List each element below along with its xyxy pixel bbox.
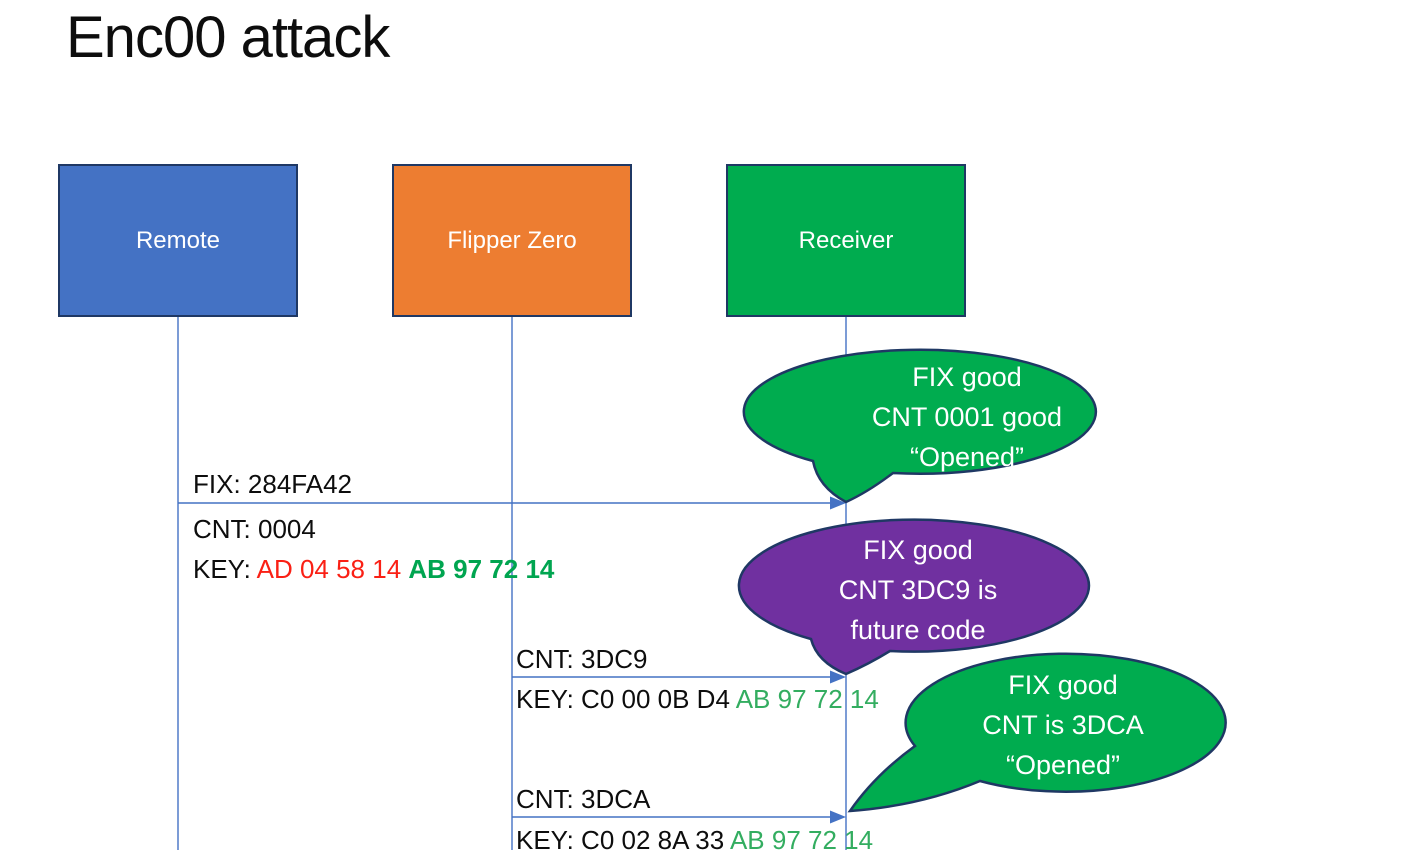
- message3-key-prefix: KEY: C0 02 8A 33: [516, 825, 730, 855]
- actor-label-flipper-zero: Flipper Zero: [447, 226, 577, 254]
- message1-cnt-value: CNT: 0004: [193, 514, 316, 544]
- actor-box-receiver: Receiver: [726, 164, 966, 317]
- actor-box-remote: Remote: [58, 164, 298, 317]
- callout1-text: FIX good CNT 0001 good “Opened”: [797, 357, 1137, 477]
- message3-cnt: CNT: 3DCA: [516, 784, 650, 814]
- callout-bubble-future-code: [737, 518, 1091, 676]
- arrowhead-icon: [830, 670, 846, 684]
- message2-key-green-bytes: AB 97 72 14: [735, 684, 879, 714]
- callout1-line1: FIX good: [912, 362, 1022, 392]
- callout2-line1: FIX good: [863, 535, 973, 565]
- message3-key-green-bytes: AB 97 72 14: [729, 825, 874, 855]
- message2-key: KEY: C0 00 0B D4 AB 97 72 14: [516, 684, 879, 714]
- callout2-line2: CNT 3DC9 is: [838, 575, 998, 605]
- message2-cnt: CNT: 3DC9: [516, 644, 647, 674]
- callout-bubble-opened-2: [847, 652, 1227, 813]
- message-arrow-flipper-to-receiver-1: [512, 670, 846, 684]
- callout2-text: FIX good CNT 3DC9 is future code: [748, 530, 1088, 650]
- arrowhead-icon: [830, 496, 846, 510]
- arrowhead-icon: [830, 810, 846, 824]
- actor-box-flipper-zero: Flipper Zero: [392, 164, 632, 317]
- message1-key-green-bytes: AB 97 72 14: [408, 554, 555, 584]
- callout3-line1: FIX good: [1008, 670, 1118, 700]
- message1-fix: FIX: 284FA42: [193, 469, 352, 499]
- message-arrow-remote-to-receiver: [178, 496, 846, 510]
- message1-fix-value: FIX: 284FA42: [193, 469, 352, 499]
- message3-cnt-value: CNT: 3DCA: [516, 784, 651, 814]
- callout1-line3: “Opened”: [909, 442, 1025, 472]
- callout-bubble-opened-1: [742, 348, 1098, 504]
- actor-label-remote: Remote: [135, 226, 221, 254]
- callout3-text: FIX good CNT is 3DCA “Opened”: [893, 665, 1233, 785]
- callout2-line3: future code: [850, 615, 986, 645]
- message1-key: KEY: AD 04 58 14 AB 97 72 14: [193, 554, 554, 584]
- callout3-line2: CNT is 3DCA: [982, 710, 1144, 740]
- callout3-line3: “Opened”: [1005, 750, 1121, 780]
- message3-key: KEY: C0 02 8A 33 AB 97 72 14: [516, 825, 873, 855]
- actor-label-receiver: Receiver: [798, 226, 894, 254]
- callout1-line2: CNT 0001 good: [871, 402, 1063, 432]
- message-arrow-flipper-to-receiver-2: [512, 810, 846, 824]
- message1-cnt: CNT: 0004: [193, 514, 316, 544]
- slide-title: Enc00 attack: [66, 5, 390, 70]
- message2-key-prefix: KEY: C0 00 0B D4: [516, 684, 736, 714]
- message1-key-prefix: KEY:: [193, 554, 257, 584]
- message1-key-red-bytes: AD 04 58 14: [256, 554, 409, 584]
- message2-cnt-value: CNT: 3DC9: [516, 644, 648, 674]
